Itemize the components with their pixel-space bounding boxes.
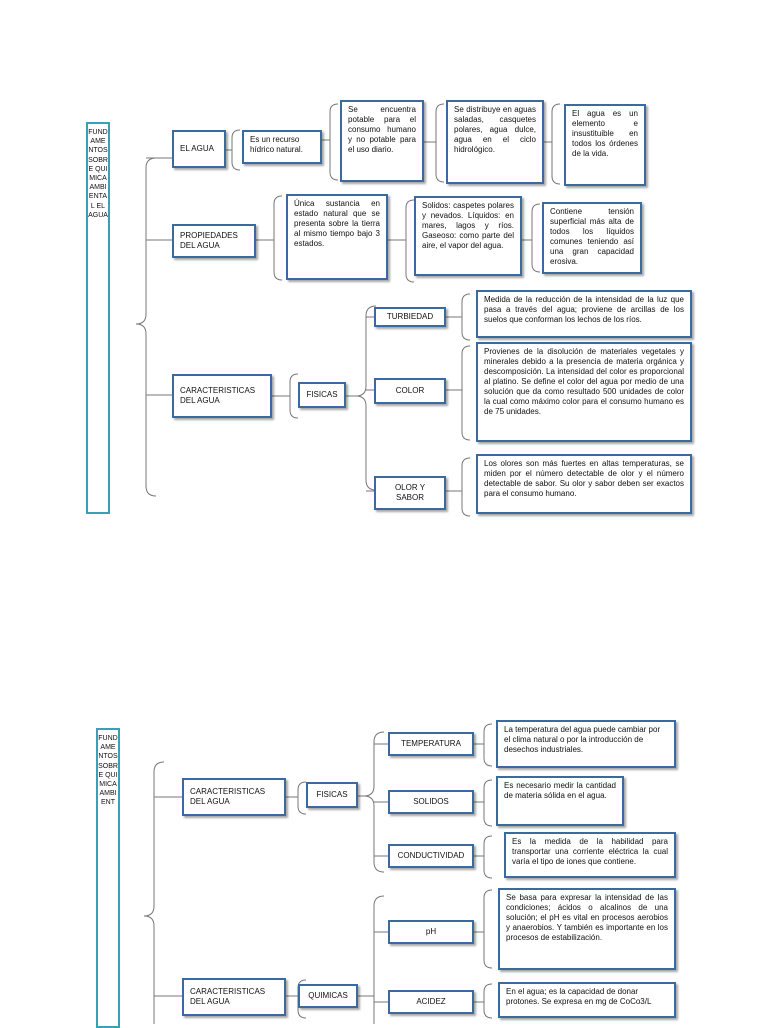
node-conductividad-desc: Es la medida de la habilidad para transp… [504,832,676,878]
node-el-agua: EL AGUA [172,130,226,168]
node-fisicas-2: FISICAS [306,782,358,808]
node-distribuye: Se distribuye en aguas saladas, casquete… [446,100,544,184]
node-turbiedad-desc: Medida de la reducción de la intensidad … [476,290,692,338]
node-olor-sabor: OLOR Y SABOR [374,476,446,510]
node-color-desc: Provienes de la disolución de materiales… [476,342,692,442]
node-recurso-hidrico: Es un recurso hídrico natural. [242,130,322,164]
node-turbiedad: TURBIEDAD [374,307,446,327]
vertical-title-2: FUNDAMENTOS SOBRE QUIMICA AMBIENT [96,728,120,1028]
node-estados: Solidos: caspetes polares y nevados. Líq… [414,196,522,276]
node-ph-desc: Se basa para expresar la intensidad de l… [498,888,676,970]
node-temperatura-desc: La temperatura del agua puede cambiar po… [496,720,676,768]
node-tension: Contiene tensión superficial más alta de… [542,202,642,274]
node-color: COLOR [374,378,446,404]
node-acidez-desc: En el agua; es la capacidad de donar pro… [498,982,676,1018]
node-propiedades: PROPIEDADES DEL AGUA [172,224,256,258]
node-caracteristicas-quimicas: CARACTERISTICAS DEL AGUA [182,978,286,1016]
node-temperatura: TEMPERATURA [388,732,474,756]
vertical-title: FUNDAMENTOS SOBRE QUIMICA AMBIENTAL EL A… [86,122,110,514]
node-quimicas: QUIMICAS [298,984,358,1008]
root-brace-2 [143,761,165,1024]
node-olor-desc: Los olores son más fuertes en altas temp… [476,454,692,514]
node-solidos-desc: Es necesario medir la cantidad de materi… [496,776,624,826]
node-unica-sustancia: Única sustancia en estado natural que se… [286,194,388,280]
node-potable: Se encuentra potable para el consumo hum… [340,100,424,182]
node-fisicas: FISICAS [298,382,346,408]
node-caracteristicas-fisicas: CARACTERISTICAS DEL AGUA [182,778,286,816]
node-acidez: ACIDEZ [388,990,474,1014]
node-elemento: El agua es un elemento e insustituible e… [564,104,646,186]
node-caracteristicas: CARACTERISTICAS DEL AGUA [172,374,272,418]
node-conductividad: CONDUCTIVIDAD [388,844,474,868]
node-ph: pH [388,920,474,944]
node-solidos: SOLIDOS [388,790,474,814]
root-brace [135,157,157,497]
